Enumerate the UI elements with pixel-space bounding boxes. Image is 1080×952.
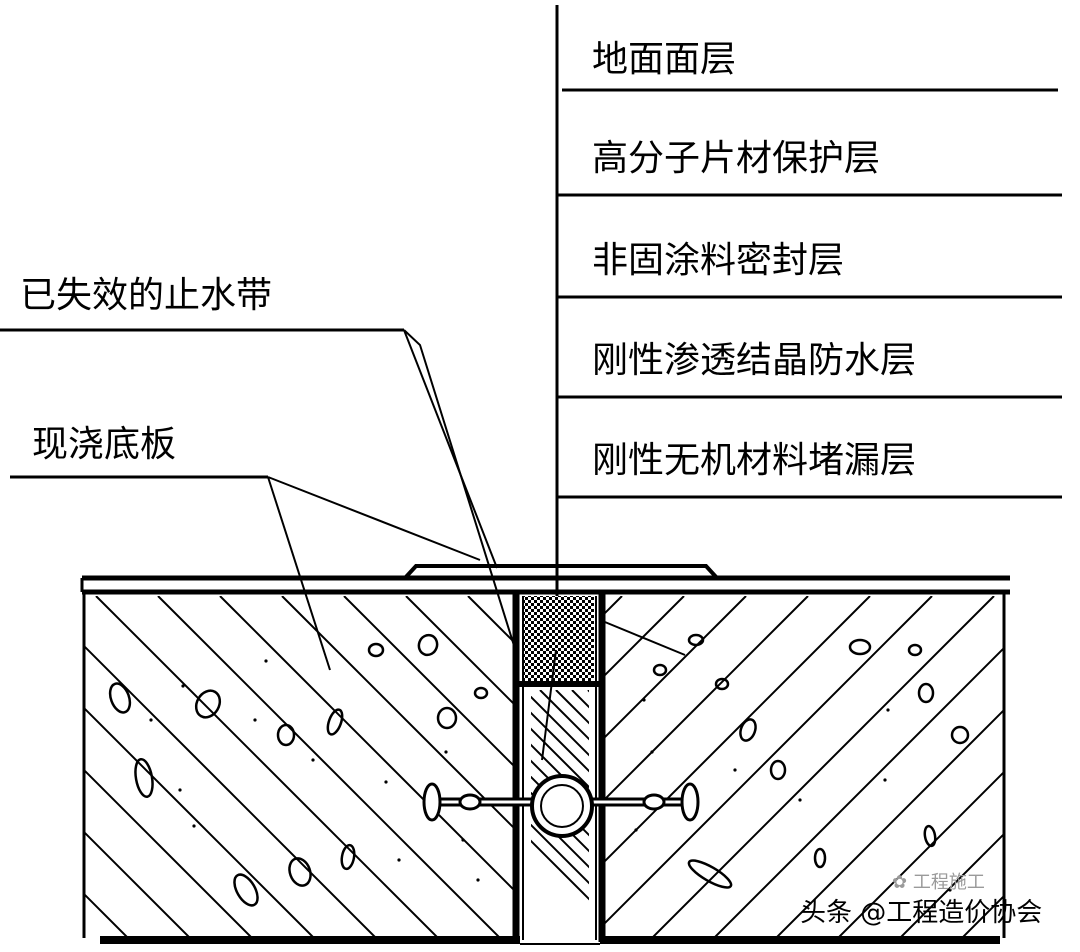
- aggregate-dot: [461, 838, 465, 842]
- layer-label-crystalline: 刚性渗透结晶防水层: [592, 340, 917, 381]
- aggregate-stone: [473, 686, 489, 700]
- aggregate-dot: [476, 878, 480, 882]
- aggregate-stone: [917, 682, 935, 704]
- aggregate-dot: [798, 798, 802, 802]
- layer-label-sealing: 非固涂料密封层: [592, 240, 845, 281]
- aggregate-stone: [194, 689, 222, 719]
- wechat-logo-icon: ✿: [892, 872, 908, 893]
- aggregate-stone: [907, 643, 923, 657]
- aggregate-dot: [444, 750, 448, 754]
- aggregate-stone: [276, 723, 296, 747]
- aggregate-dot: [192, 824, 196, 828]
- aggregate-stone: [769, 759, 787, 781]
- aggregate-dot: [642, 698, 646, 702]
- layer-label-plugging: 刚性无机材料堵漏层: [592, 440, 917, 481]
- aggregate-dot: [181, 684, 185, 688]
- aggregate-dot: [886, 708, 890, 712]
- aggregate-dot: [948, 888, 952, 892]
- aggregate-dot: [733, 768, 737, 772]
- aggregate-dot: [311, 758, 315, 762]
- aggregate-dot: [253, 718, 257, 722]
- layer-label-surface: 地面面层: [592, 39, 737, 80]
- aggregate-stone: [233, 873, 259, 907]
- label-failed-waterstop: 已失效的止水带: [20, 275, 273, 316]
- sealant-block: [524, 596, 594, 684]
- aggregate-dot: [149, 718, 153, 722]
- aggregate-stone: [687, 859, 733, 889]
- aggregate-stone: [950, 725, 970, 745]
- layer-label-protection: 高分子片材保护层: [592, 138, 881, 179]
- aggregate-stone: [923, 824, 937, 848]
- slab-right-hatch: [603, 596, 1004, 936]
- aggregate-stones: [108, 633, 970, 907]
- aggregate-stone: [288, 857, 312, 887]
- slab-left-hatch: [84, 596, 513, 936]
- waterstop: [422, 774, 700, 838]
- aggregate-stone: [340, 843, 356, 871]
- aggregate-stone: [134, 757, 154, 799]
- aggregate-dot: [264, 659, 268, 663]
- watermark-logo: ✿ 工程施工: [892, 868, 985, 894]
- aggregate-stone: [813, 847, 827, 869]
- watermark-text: 头条 @工程造价协会: [800, 898, 1043, 928]
- label-cast-slab: 现浇底板: [32, 424, 177, 465]
- label-rules: [0, 5, 1062, 596]
- aggregate-stone: [417, 633, 439, 657]
- watermark-logo-text: 工程施工: [912, 872, 985, 893]
- aggregate-dot: [397, 858, 401, 862]
- aggregate-stone: [714, 677, 730, 691]
- leader-lines: [267, 329, 686, 761]
- aggregate-dot: [384, 780, 388, 784]
- aggregate-dot: [650, 750, 654, 754]
- aggregate-dot: [883, 778, 887, 782]
- aggregate-stone: [326, 708, 344, 736]
- aggregate-stone: [687, 633, 705, 647]
- aggregate-stone: [739, 718, 757, 742]
- top-surface-lines: [80, 564, 1010, 595]
- aggregate-stone: [652, 663, 668, 677]
- aggregate-stone: [367, 642, 385, 658]
- aggregate-dot: [178, 788, 182, 792]
- aggregate-stone: [436, 706, 458, 730]
- bottom-line: [100, 936, 1000, 945]
- aggregate-dot: [634, 828, 638, 832]
- aggregate-stone: [848, 638, 872, 656]
- aggregate-stone: [108, 682, 132, 714]
